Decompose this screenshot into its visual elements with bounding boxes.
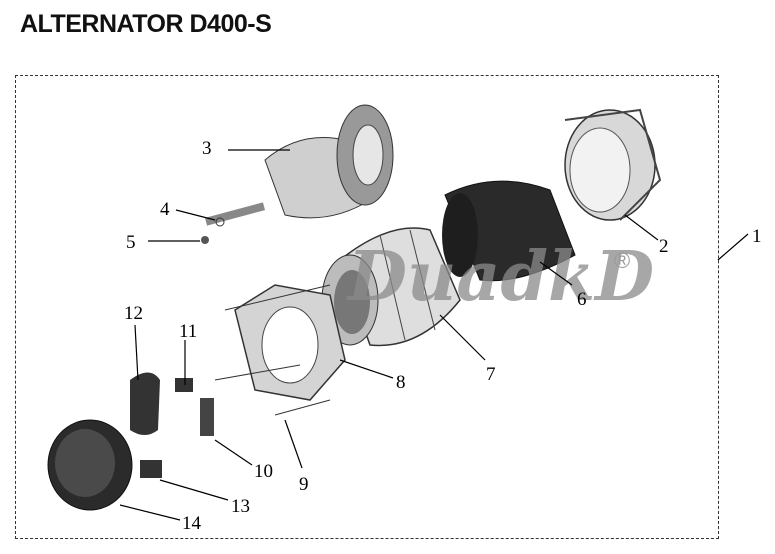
callout-12: 12: [124, 303, 143, 324]
callout-8: 8: [396, 372, 406, 393]
part-stator-cover: [442, 180, 576, 282]
part-end-cover: [47, 419, 162, 511]
part-bolts: [201, 217, 225, 244]
callout-6: 6: [577, 289, 587, 310]
part-front-bracket: [214, 284, 346, 416]
callout-13: 13: [231, 496, 250, 517]
callout-11: 11: [179, 321, 197, 342]
callout-7: 7: [486, 364, 496, 385]
registered-mark: ®: [614, 248, 630, 273]
watermark-logo: DuadkD: [346, 237, 654, 317]
callout-5: 5: [126, 232, 136, 253]
callout-3: 3: [202, 138, 212, 159]
callout-4: 4: [160, 199, 170, 220]
callout-1: 1: [752, 226, 762, 247]
page-title: ALTERNATOR D400-S: [20, 10, 272, 38]
assembly-frame: [15, 75, 719, 539]
part-rear-housing: [564, 108, 662, 221]
callout-10: 10: [254, 461, 273, 482]
callout-14: 14: [182, 513, 202, 534]
part-side-cover: [130, 372, 160, 435]
part-stator: [321, 227, 461, 347]
callout-2: 2: [659, 236, 669, 257]
callout-9: 9: [299, 474, 309, 495]
part-brush-holder: [175, 378, 214, 436]
part-rotor: [204, 104, 394, 226]
leader-lines: [119, 149, 749, 521]
